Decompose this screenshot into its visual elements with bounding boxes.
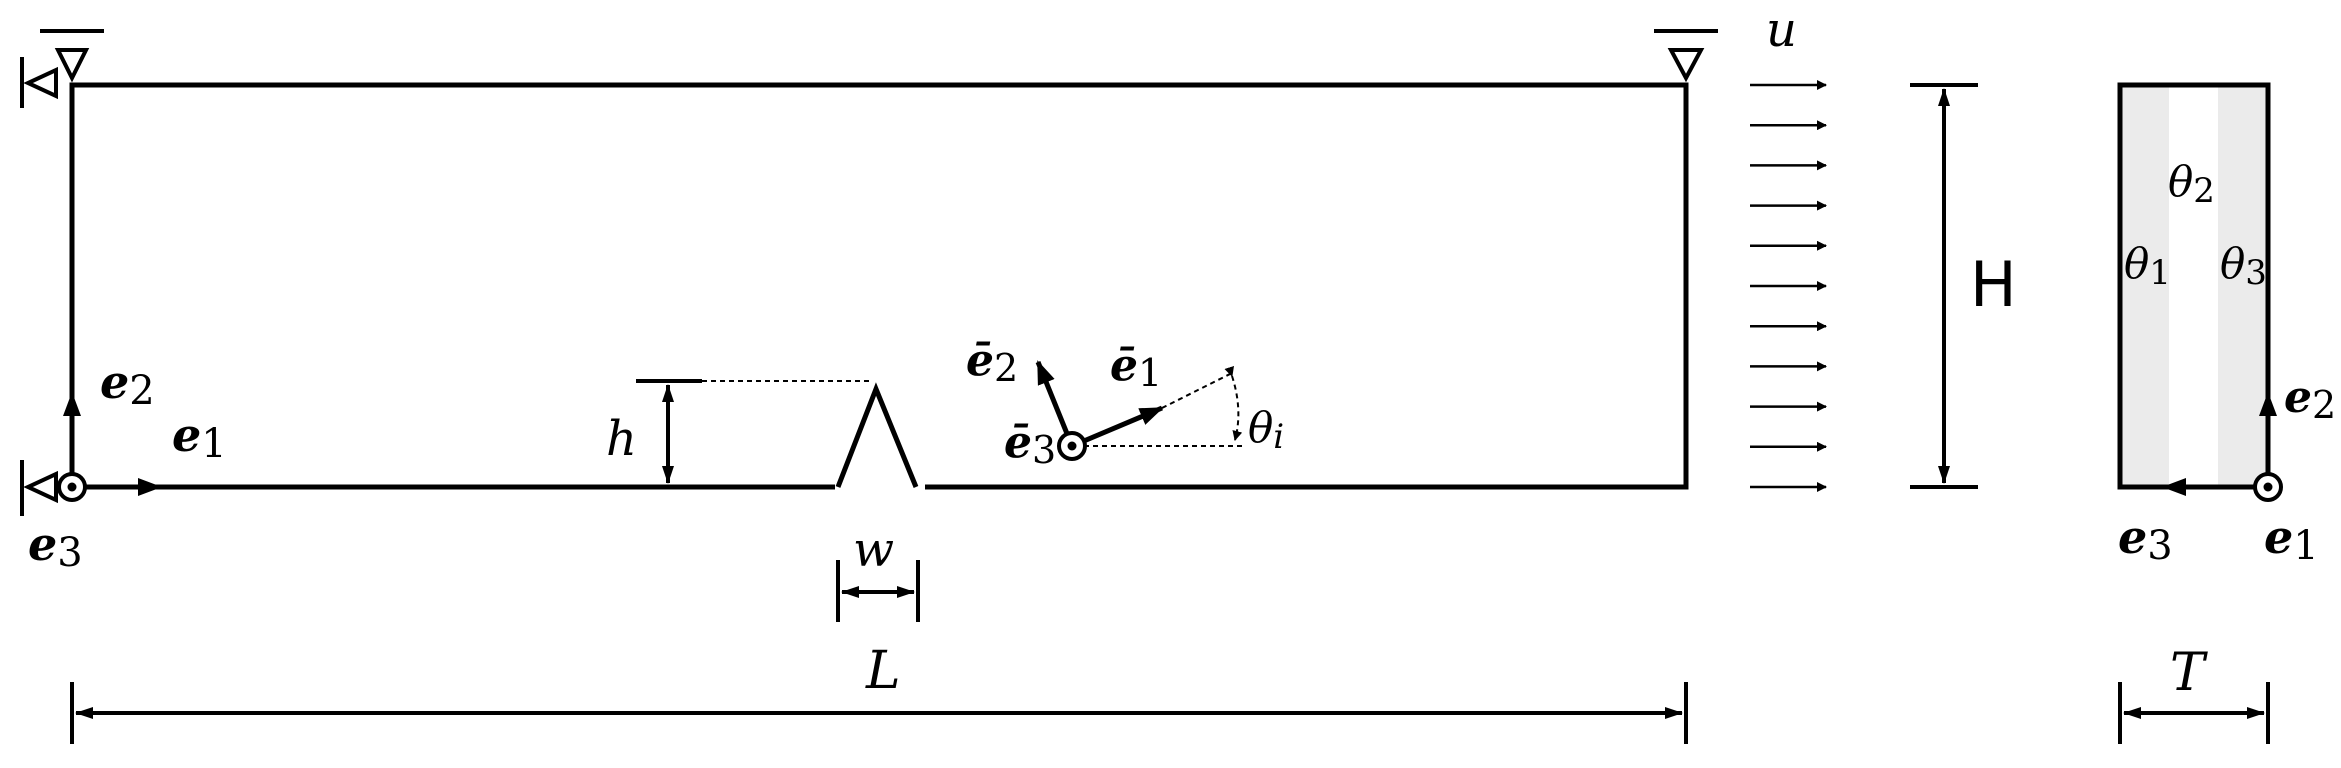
cross-section xyxy=(2117,82,2271,490)
h-label: h xyxy=(606,411,637,467)
bottom-left-roller-support xyxy=(20,460,58,516)
ply-2 xyxy=(2169,85,2218,487)
ply-3 xyxy=(2218,85,2268,487)
ebar1-label: ē1 xyxy=(1110,340,1162,395)
theta-i-label: θi xyxy=(1248,403,1284,457)
section-axes xyxy=(2162,392,2277,496)
notch-height-dimension xyxy=(636,379,872,484)
e3-label: e3 xyxy=(28,517,83,576)
section-e1-label: e1 xyxy=(2264,510,2319,569)
ebar2-label: ē2 xyxy=(966,335,1018,390)
theta3-label: θ3 xyxy=(2220,239,2267,293)
top-right-pin-support xyxy=(1654,29,1718,83)
section-e2-label: e2 xyxy=(2284,372,2336,427)
theta2-label: θ2 xyxy=(2168,157,2215,211)
length-dimension xyxy=(70,682,1688,744)
w-label: w xyxy=(853,522,894,578)
notch xyxy=(835,382,925,492)
local-out-of-plane-symbol xyxy=(1057,431,1087,461)
ebar3-label: ē3 xyxy=(1004,417,1056,472)
L-label: L xyxy=(865,641,901,701)
ply-1 xyxy=(2120,85,2169,487)
e2-label: e2 xyxy=(100,355,155,414)
section-e3-label: e3 xyxy=(2118,510,2173,569)
u-label: u xyxy=(1766,2,1797,58)
H-label: H xyxy=(1970,248,2017,321)
notch-width-dimension xyxy=(836,560,920,622)
origin-out-of-plane-symbol xyxy=(57,472,87,502)
theta1-label: θ1 xyxy=(2124,239,2171,293)
distributed-load-arrows xyxy=(1750,80,1827,492)
height-dimension xyxy=(1910,83,1978,489)
thickness-dimension xyxy=(2118,682,2270,744)
top-left-pin-support xyxy=(20,29,104,108)
section-out-of-plane-symbol xyxy=(2253,472,2283,502)
T-label: T xyxy=(2170,643,2208,703)
local-axes xyxy=(1035,360,1243,449)
e1-label: e1 xyxy=(172,408,227,467)
